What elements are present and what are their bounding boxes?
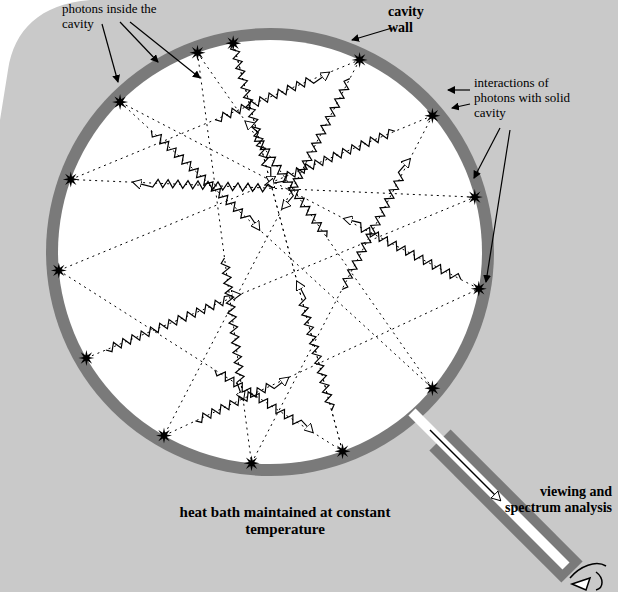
interaction-burst	[78, 350, 94, 366]
eye-symbol	[570, 564, 606, 590]
photon-track	[120, 102, 432, 388]
interaction-burst	[63, 172, 79, 188]
photon-wave	[344, 219, 461, 280]
interaction-burst	[244, 455, 260, 471]
photon-wave	[215, 73, 329, 122]
photon-paths	[51, 35, 487, 471]
photon-wave	[231, 43, 271, 184]
interaction-burst	[471, 281, 487, 297]
photon-track	[120, 102, 479, 289]
photons-label: photons inside the cavity	[62, 2, 172, 32]
cavity-wall	[46, 28, 494, 476]
interactions-label: interactions of photons with solid cavit…	[474, 76, 578, 121]
photon-track	[86, 197, 474, 358]
interaction-burst	[352, 52, 368, 68]
cavity-interior	[58, 40, 482, 464]
photon-wave	[106, 294, 240, 351]
viewing-label: viewing and spectrum analysis	[486, 484, 612, 516]
interaction-burst	[51, 263, 67, 279]
photon-track	[197, 53, 251, 463]
photon-wave	[297, 282, 334, 411]
interaction-burst	[424, 380, 440, 396]
photon-wave	[215, 370, 313, 432]
photon-wave	[342, 159, 410, 289]
interaction-burst	[225, 35, 241, 51]
interaction-burst	[467, 189, 483, 205]
photon-wave	[282, 79, 350, 209]
interaction-burst	[424, 108, 440, 124]
photon-wave	[151, 131, 259, 230]
photon-track	[71, 179, 475, 197]
interaction-burst	[112, 94, 128, 110]
wall-label: cavity wall	[388, 4, 448, 36]
photon-wave	[246, 122, 328, 238]
interaction-burst	[190, 45, 206, 61]
interaction-burst	[335, 443, 351, 459]
photon-track	[59, 116, 433, 271]
interaction-burst	[156, 428, 172, 444]
photon-track	[59, 270, 343, 451]
photon-track	[252, 116, 433, 463]
photon-wave	[133, 179, 272, 192]
escaping-photon	[430, 430, 500, 500]
photon-track	[164, 60, 360, 436]
leader-lines	[102, 22, 510, 282]
heat-bath-label: heat bath maintained at constant tempera…	[160, 504, 410, 539]
photon-track	[164, 289, 479, 436]
